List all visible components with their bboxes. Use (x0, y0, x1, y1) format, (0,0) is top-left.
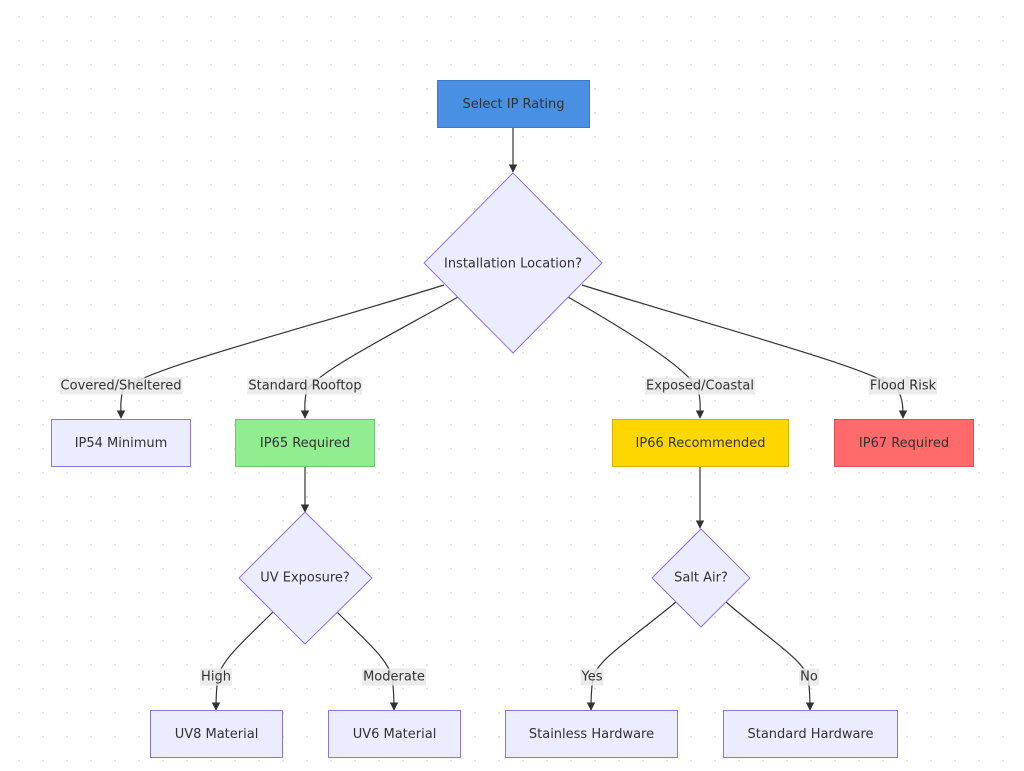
decision-diamond-uv (238, 511, 373, 645)
edge-label-covered: Covered/Sheltered (59, 377, 183, 395)
edge-label-moderate: Moderate (362, 668, 426, 686)
node-stainless-hardware-label: Stainless Hardware (528, 726, 655, 742)
node-standard-hardware-label: Standard Hardware (747, 726, 874, 742)
node-ip54-minimum-label: IP54 Minimum (74, 435, 168, 451)
node-standard-hardware: Standard Hardware (723, 710, 898, 758)
decision-salt-label: Salt Air? (674, 570, 728, 586)
edge-salt-standard (725, 601, 815, 711)
edge-location-ip65 (300, 296, 459, 419)
decision-diamond-location (423, 172, 603, 354)
node-ip65-required: IP65 Required (235, 419, 375, 467)
edge-label-yes: Yes (580, 668, 604, 686)
decision-location-label: Installation Location? (443, 256, 583, 272)
edge-uv-uv6 (336, 611, 399, 711)
node-ip66-recommended: IP66 Recommended (612, 419, 789, 467)
node-uv6-material: UV6 Material (328, 710, 461, 758)
node-uv8-material: UV8 Material (150, 710, 283, 758)
edge-location-ip67 (581, 284, 908, 419)
edge-location-ip54 (116, 284, 445, 419)
node-ip66-recommended-label: IP66 Recommended (635, 435, 766, 451)
decision-uv-label: UV Exposure? (260, 570, 350, 586)
node-ip67-required: IP67 Required (834, 419, 974, 467)
edge-label-high: High (200, 668, 232, 686)
edge-label-rooftop: Standard Rooftop (247, 377, 363, 395)
node-uv6-material-label: UV6 Material (352, 726, 437, 742)
node-stainless-hardware: Stainless Hardware (505, 710, 678, 758)
edge-salt-stainless (586, 601, 677, 711)
decision-diamond-salt (651, 528, 751, 628)
edge-label-exposed: Exposed/Coastal (645, 377, 755, 395)
node-ip65-required-label: IP65 Required (259, 435, 351, 451)
node-uv8-material-label: UV8 Material (174, 726, 259, 742)
edge-uv-uv8 (211, 611, 274, 711)
node-ip67-required-label: IP67 Required (858, 435, 950, 451)
edge-label-no: No (799, 668, 819, 686)
node-select-ip-rating-label: Select IP Rating (462, 96, 565, 112)
node-ip54-minimum: IP54 Minimum (51, 419, 191, 467)
node-select-ip-rating: Select IP Rating (437, 80, 590, 128)
edge-label-flood: Flood Risk (868, 377, 938, 395)
